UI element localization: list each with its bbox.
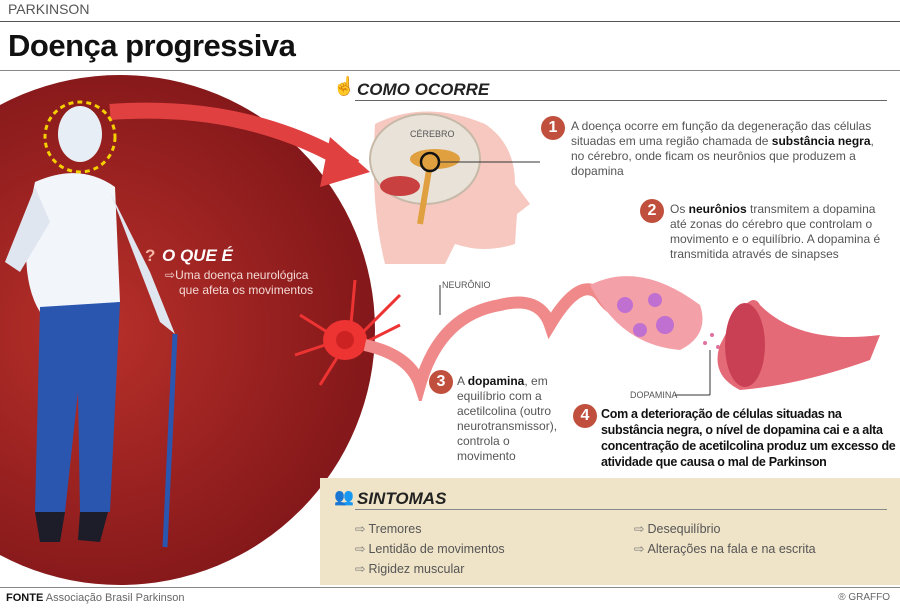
arrow-icon: ⇨ — [634, 522, 645, 536]
step-2-text: Os neurônios transmitem a dopamina até z… — [670, 202, 881, 261]
dopamine-label: DOPAMINA — [630, 390, 678, 400]
divider — [0, 21, 900, 22]
illustration-man — [0, 75, 375, 585]
step-3-text: A dopamina, em equilíbrio com a acetilco… — [457, 374, 558, 463]
oque-text: ⇨Uma doença neurológica que afeta os mov… — [165, 268, 313, 298]
symptom-item: ⇨Alterações na fala e na escrita — [634, 542, 816, 556]
divider — [0, 70, 900, 71]
arrow-icon: ⇨ — [634, 542, 645, 556]
symptom-item: ⇨Tremores — [355, 522, 422, 536]
neuron-label: NEURÔNIO — [442, 280, 491, 290]
step-4-text: Com a deterioração de células situadas n… — [601, 407, 896, 469]
divider — [0, 587, 900, 588]
kicker: PARKINSON — [8, 1, 90, 17]
brain-label: CÉREBRO — [410, 129, 455, 139]
source: FONTE Associação Brasil Parkinson — [6, 592, 185, 604]
symptom-item: ⇨Lentidão de movimentos — [355, 542, 505, 556]
brain-head-illustration — [369, 111, 540, 264]
halo — [43, 100, 117, 174]
symptom-item: ⇨Desequilíbrio — [634, 522, 721, 536]
oque-heading: O QUE É — [162, 246, 233, 265]
step-2-badge: 2 — [640, 199, 664, 223]
symptom-item: ⇨Rigidez muscular — [355, 562, 465, 576]
neuron-illustration — [294, 276, 880, 401]
sintomas-col2: ⇨Desequilíbrio ⇨Alterações na fala e na … — [634, 521, 816, 561]
step-1-badge: 1 — [541, 116, 565, 140]
question-icon: ? — [145, 246, 156, 265]
sintomas-col1: ⇨Tremores ⇨Lentidão de movimentos ⇨Rigid… — [355, 521, 505, 581]
arrow-icon: ⇨ — [355, 562, 366, 576]
step-1-text: A doença ocorre em função da degeneração… — [571, 119, 874, 178]
step-3-badge: 3 — [429, 370, 453, 394]
sintomas-heading: SINTOMAS — [357, 489, 447, 508]
page-title: Doença progressiva — [8, 28, 296, 63]
hand-pointer-icon: ☝ — [333, 76, 356, 96]
credit: ® GRAFFO — [838, 592, 890, 603]
step-4-badge: 4 — [573, 404, 597, 428]
sintomas-panel — [320, 478, 900, 585]
arrow-icon: ⇨ — [355, 522, 366, 536]
divider — [355, 100, 887, 101]
arrow-icon: ⇨ — [355, 542, 366, 556]
arrow-head — [320, 137, 370, 187]
como-heading: COMO OCORRE — [357, 80, 490, 99]
arrow-icon: ⇨ — [165, 268, 176, 282]
oque-line: Uma doença neurológica — [175, 268, 309, 282]
people-icon: 👥 — [334, 489, 354, 506]
divider — [355, 509, 887, 510]
oque-line: que afeta os movimentos — [179, 283, 314, 297]
